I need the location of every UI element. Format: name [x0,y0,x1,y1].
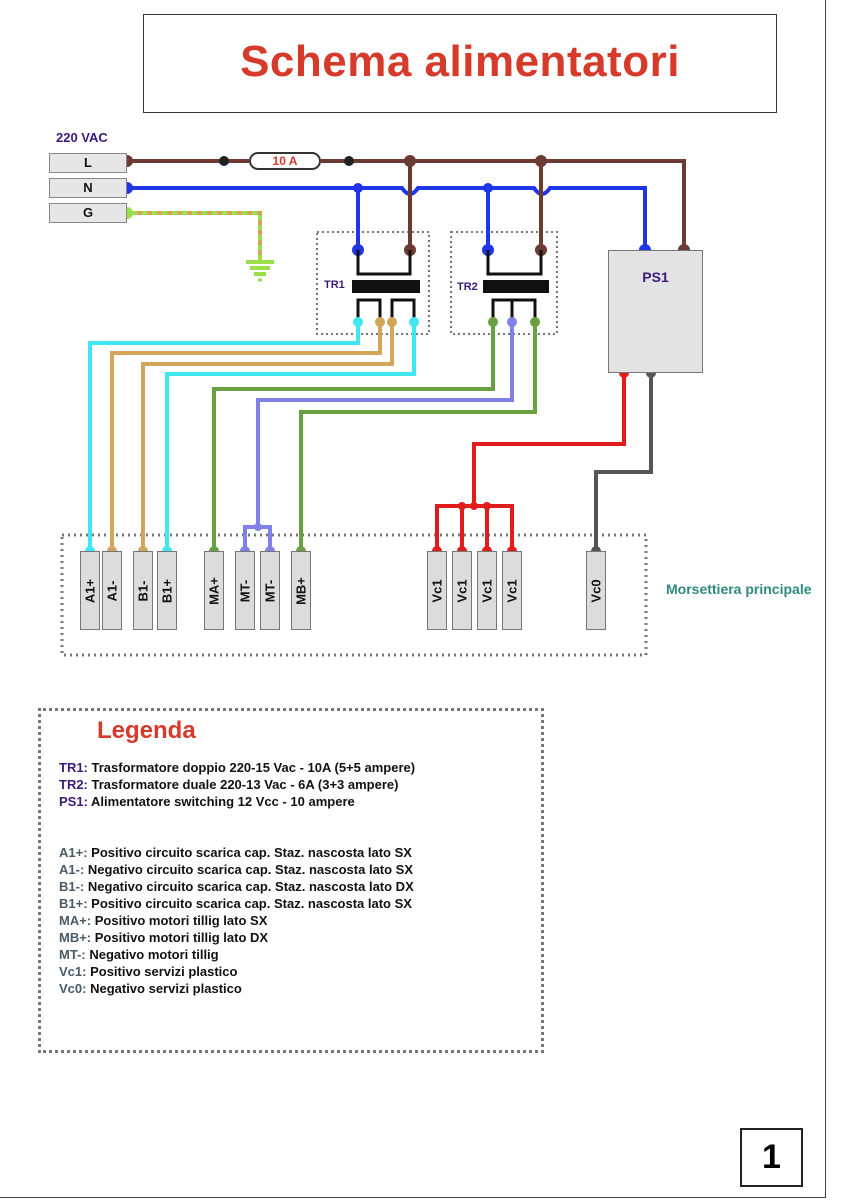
wire-vc0 [594,373,653,551]
terminal-vc0: Vc0 [586,551,606,630]
legend-item: MB+: Positivo motori tillig lato DX [59,930,269,945]
ps1-power-supply: PS1 [608,250,703,373]
wire-mb-plus [299,322,537,551]
wire-b1-minus [141,322,394,551]
terminal-b1-plus: B1+ [157,551,177,630]
legend-item: B1-: Negativo circuito scarica cap. Staz… [59,879,414,894]
legend-item: A1+: Positivo circuito scarica cap. Staz… [59,845,412,860]
legend-item: Vc0: Negativo servizi plastico [59,981,242,996]
ground-wire [127,211,262,262]
plug-ground: G [49,203,127,223]
legend-item: Vc1: Positivo servizi plastico [59,964,238,979]
line-wire [127,159,686,250]
terminal-a1-minus: A1- [102,551,122,630]
wire-mt-minus [243,322,514,551]
plug-neutral: N [49,178,127,198]
terminal-vc1: Vc1 [427,551,447,630]
wire-b1-plus [165,322,416,551]
tr1-transformer [352,250,420,322]
tr2-label: TR2 [457,281,478,293]
page-frame [0,0,826,1198]
terminal-block-label: Morsettiera principale [666,581,812,597]
neutral-wire [127,186,647,250]
terminal-b1-minus: B1- [133,551,153,630]
wire-a1-minus [110,322,382,551]
fuse: 10 A [249,152,321,170]
page-number: 1 [740,1128,803,1187]
tr1-enclosure [316,231,430,335]
legend-item: B1+: Positivo circuito scarica cap. Staz… [59,896,412,911]
terminal-block-enclosure [60,533,648,657]
tr2-transformer [483,250,549,322]
ps1-label: PS1 [642,269,669,285]
terminal-vc1: Vc1 [452,551,472,630]
legend-item: MA+: Positivo motori tillig lato SX [59,913,268,928]
terminal-vc1: Vc1 [502,551,522,630]
plug-line: L [49,153,127,173]
legend-item: PS1: Alimentatore switching 12 Vcc - 10 … [59,794,355,809]
terminal-vc1: Vc1 [477,551,497,630]
terminal-mb-plus: MB+ [291,551,311,630]
legend-title: Legenda [97,717,196,744]
legend-item: TR2: Trasformatore duale 220-13 Vac - 6A… [59,777,399,792]
terminal-mt-minus: MT- [260,551,280,630]
wire-ma-plus [212,322,495,551]
supply-voltage-label: 220 VAC [56,130,108,145]
ground-symbol [246,260,274,282]
legend-item: A1-: Negativo circuito scarica cap. Staz… [59,862,414,877]
legend-box: Legenda TR1: Trasformatore doppio 220-15… [38,708,544,1053]
tr2-enclosure [450,231,558,335]
legend-item: TR1: Trasformatore doppio 220-15 Vac - 1… [59,760,416,775]
wire-a1-plus [88,322,360,551]
ground-wire-stripe [127,211,262,262]
terminal-a1-plus: A1+ [80,551,100,630]
legend-item: MT-: Negativo motori tillig [59,947,219,962]
title-box: Schema alimentatori [143,14,777,113]
terminal-mt-minus: MT- [235,551,255,630]
terminal-contacts [85,368,656,556]
terminal-ma-plus: MA+ [204,551,224,630]
wiring-diagram [60,155,690,657]
page-title: Schema alimentatori [240,37,680,86]
tr1-label: TR1 [324,279,345,291]
